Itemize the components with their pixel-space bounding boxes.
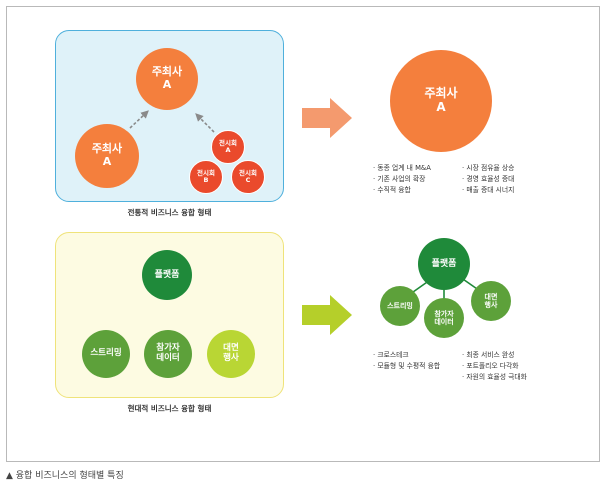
bullet-item: · 기존 사업의 확장	[373, 175, 426, 183]
modern-caption: 현대적 비즈니스 융합 형태	[127, 404, 212, 413]
traditional-result-bullets-left: · 동종 업계 내 M&A · 기존 사업의 확장 · 수직적 융합	[373, 163, 431, 196]
traditional-caption: 전통적 비즈니스 융합 형태	[127, 208, 212, 217]
bullet-item: · 모듈형 및 수평적 융합	[373, 362, 441, 370]
platform-result-circle: 플랫폼	[418, 238, 470, 290]
streaming-result-circle: 스트리밍	[380, 286, 420, 326]
bullet-item: · 매출 증대 시너지	[462, 186, 515, 194]
platform-circle: 플랫폼	[142, 250, 192, 300]
dashed-arrow-small-to-top	[195, 113, 215, 133]
traditional-result-bullets-right: · 시장 점유율 상승 · 경영 효율성 증대 · 매출 증대 시너지	[462, 163, 514, 196]
bullet-item: · 동종 업계 내 M&A	[373, 164, 431, 172]
bullet-item: · 경영 효율성 증대	[462, 175, 515, 183]
block-arrow-bottom	[302, 295, 352, 335]
figure-caption: ▲ 융합 비즈니스의 형태별 특징	[6, 471, 124, 481]
block-arrow-top	[302, 98, 352, 138]
bullet-item: · 크로스테크	[373, 351, 409, 359]
modern-result-bullets-left: · 크로스테크 · 모듈형 및 수평적 융합	[373, 350, 440, 372]
bullet-item: · 최종 서비스 완성	[462, 351, 515, 359]
bullet-item: · 수직적 융합	[373, 186, 411, 194]
bullet-item: · 포트폴리오 다각화	[462, 362, 519, 370]
bullet-item: · 시장 점유율 상승	[462, 164, 515, 172]
modern-result-bullets-right: · 최종 서비스 완성 · 포트폴리오 다각화 · 자원의 효율성 극대화	[462, 350, 527, 383]
bullet-item: · 자원의 효율성 극대화	[462, 373, 527, 381]
streaming-circle: 스트리밍	[82, 330, 130, 378]
dashed-arrow-left-to-top	[129, 110, 149, 129]
figure-frame	[6, 6, 600, 462]
